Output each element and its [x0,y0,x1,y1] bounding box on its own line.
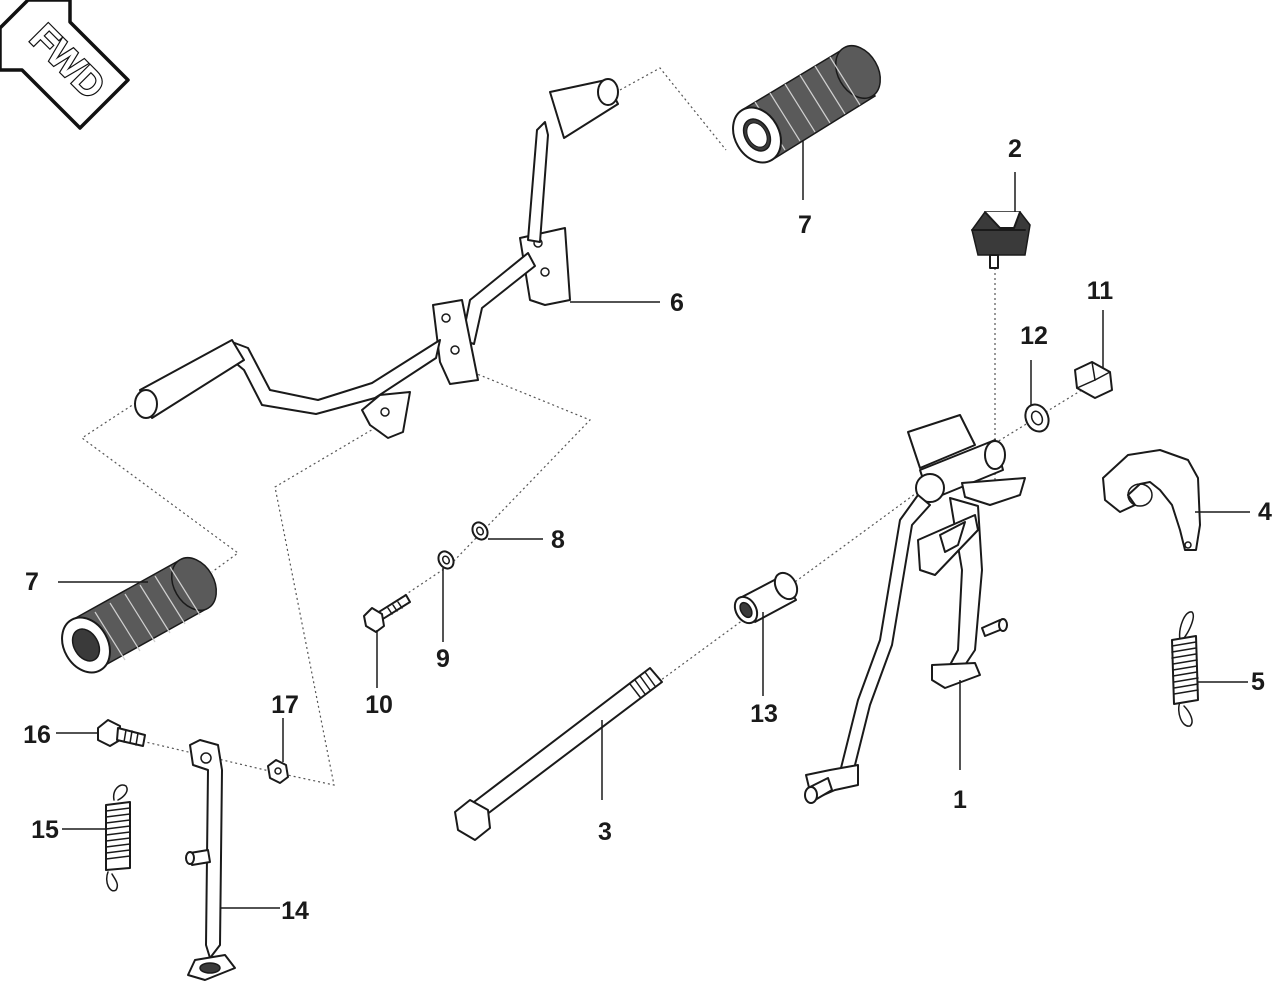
spring-right-part [1171,611,1199,727]
collar-part [733,571,799,625]
washer-small-part [471,521,489,541]
callout-4: 4 [1258,498,1272,526]
callout-17: 17 [271,691,299,719]
nut-part [1074,361,1113,399]
bolt-part [363,594,411,633]
side-stand-bolt-part [97,719,146,747]
side-stand-part [185,739,236,981]
bracket-part [1102,449,1201,551]
spring-left-part [105,784,131,892]
callout-14: 14 [281,897,309,925]
callout-7-left: 7 [25,568,39,596]
callout-12: 12 [1020,322,1048,350]
callout-2: 2 [1008,135,1022,163]
callout-9: 9 [436,645,450,673]
main-stand-part [804,414,1026,804]
footrest-rubber-right-part [732,45,882,164]
callout-11: 11 [1087,277,1114,305]
callout-7-right: 7 [798,211,812,239]
callout-1: 1 [953,786,967,814]
long-bolt-part [454,667,663,841]
callout-3: 3 [598,818,612,846]
callout-5: 5 [1251,668,1265,696]
spring-washer-part [437,550,455,570]
callout-10: 10 [365,691,393,719]
callout-8: 8 [551,526,565,554]
callout-13: 13 [750,700,778,728]
side-stand-nut-part [267,759,289,784]
stopper-rubber-part [971,211,1031,269]
washer-part [1024,403,1050,433]
footrest-rubber-left-part [61,557,218,674]
callout-labels: 1 2 3 4 5 6 7 7 8 9 10 11 12 13 14 15 16… [23,135,1272,925]
forward-direction-arrow-icon: FWD [0,0,130,130]
callout-6: 6 [670,289,684,317]
callout-leader-lines [56,140,1250,909]
callout-16: 16 [23,721,51,749]
callout-15: 15 [31,816,59,844]
footrest-bar-part [134,78,619,439]
